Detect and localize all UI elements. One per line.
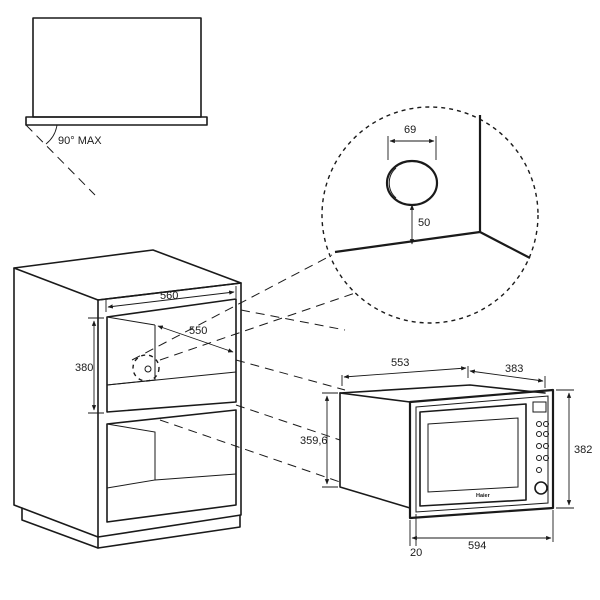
cabinet-top: [13, 249, 242, 301]
oven-body-side: [339, 392, 411, 509]
oven-depth-label: 553: [391, 357, 409, 369]
oven-side-dimension: [469, 369, 544, 383]
oven-top-edge: [339, 384, 546, 394]
oven-body-height-label: 359,6: [300, 435, 328, 447]
angle-arc: [45, 124, 58, 145]
cabinet-left-side: [13, 267, 99, 538]
oven-display: [532, 401, 547, 413]
oven-door: [419, 403, 527, 507]
knob-width-label: 69: [404, 124, 416, 136]
door-swing-line: [25, 124, 96, 196]
knob-hole: [385, 159, 439, 207]
frame-offset-label: 20: [410, 547, 422, 559]
microwave-oven: Haier 553 383 359,6 382 20 594: [300, 357, 592, 559]
oven-window: [427, 417, 519, 493]
oven-side-label: 383: [505, 363, 523, 375]
control-knob: [534, 481, 548, 495]
insertion-guides: [159, 309, 346, 483]
cabinet-hole-detail: [132, 354, 160, 382]
cabinet-depth-dimension: [157, 325, 234, 353]
oven-front-height-label: 382: [574, 444, 592, 456]
lower-niche: [106, 409, 237, 523]
cabinet-width-label: 560: [160, 290, 178, 302]
cabinet-plinth: [21, 507, 241, 549]
brand-logo: Haier: [476, 493, 491, 499]
cabinet-height-label: 380: [75, 362, 93, 374]
oven-front-frame: [408, 388, 555, 520]
angle-label: 90° MAX: [58, 135, 102, 147]
oven-front-width-label: 594: [468, 540, 486, 552]
corner-edge-lines: [334, 230, 531, 259]
upper-unit-box: [32, 17, 202, 118]
door-panel: [25, 116, 208, 126]
knob-height-label: 50: [418, 217, 430, 229]
oven-depth-dimension: [343, 366, 467, 379]
detail-magnifier: 69 50: [321, 106, 539, 324]
control-button-1: [536, 421, 542, 427]
cabinet: 560 550 380: [13, 249, 242, 549]
cabinet-depth-label: 550: [189, 325, 207, 337]
magnifier-circle: [321, 106, 539, 324]
cabinet-front: [97, 282, 242, 538]
door-opening-sketch: 90° MAX: [25, 17, 208, 196]
cabinet-width-dimension: [107, 290, 235, 309]
magnifier-connector-upper: [131, 254, 333, 361]
